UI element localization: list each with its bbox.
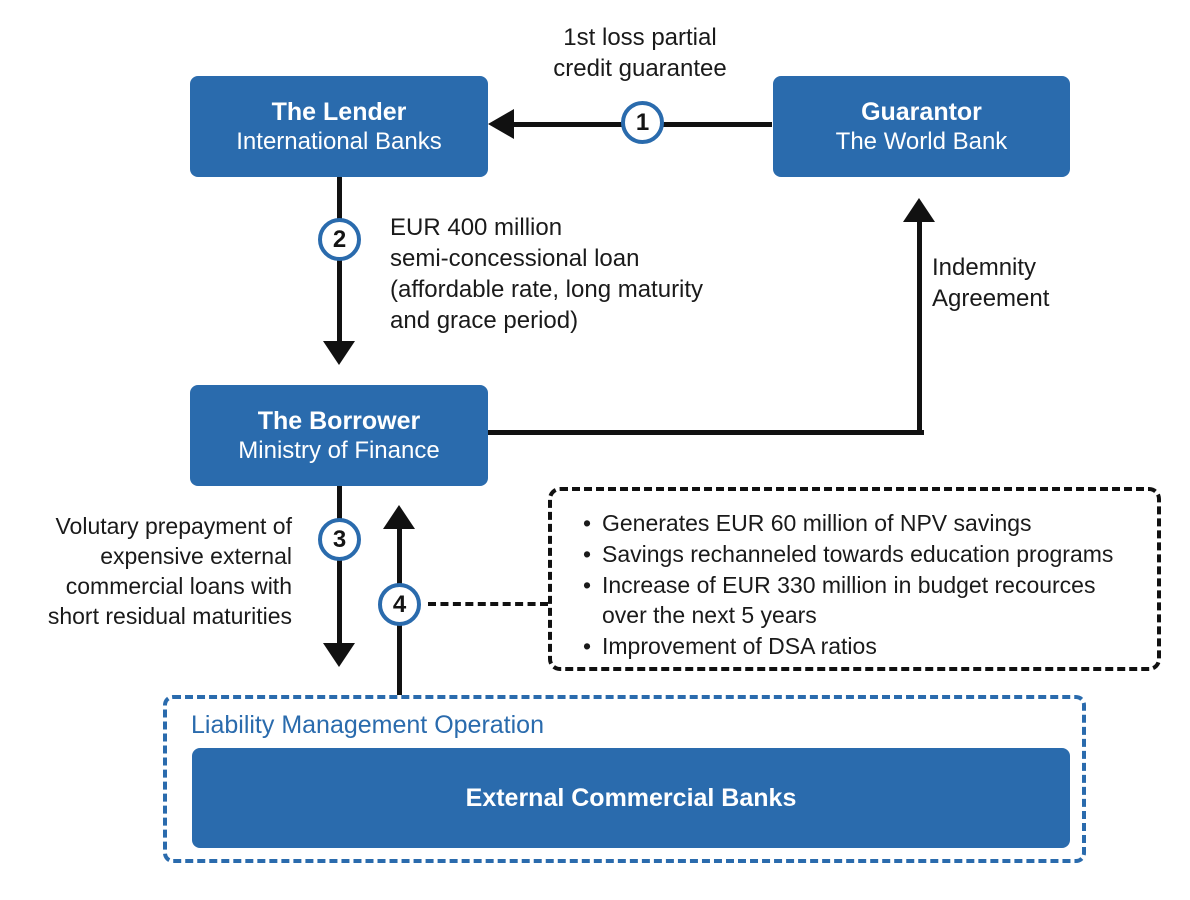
bullet-icon: • — [582, 510, 592, 536]
step-3-number: 3 — [332, 525, 347, 553]
node-lender-title: The Lender — [271, 97, 407, 126]
savings-item-text: Increase of EUR 330 million in budget re… — [602, 572, 1096, 628]
node-external-banks: External Commercial Banks — [192, 748, 1070, 848]
indemnity-label: Indemnity Agreement — [932, 254, 1050, 312]
node-external-banks-title: External Commercial Banks — [465, 783, 797, 812]
step-circle-1: 1 — [621, 101, 664, 144]
savings-item: • Savings rechanneled towards education … — [572, 539, 1143, 569]
savings-item-text: Improvement of DSA ratios — [602, 633, 877, 659]
guarantee-label: 1st loss partial credit guarantee — [553, 24, 727, 82]
step-4-number: 4 — [392, 590, 407, 618]
node-borrower-title: The Borrower — [257, 406, 421, 435]
indemnity-line-vertical — [917, 222, 922, 435]
lmo-box: Liability Management Operation External … — [163, 695, 1086, 863]
indemnity-up-arrowhead-icon — [903, 198, 935, 222]
step-2-number: 2 — [332, 225, 347, 253]
step-circle-3: 3 — [318, 518, 361, 561]
step-circle-2: 2 — [318, 218, 361, 261]
savings-item: • Increase of EUR 330 million in budget … — [572, 570, 1143, 630]
prepayment-label: Volutary prepayment of expensive externa… — [47, 513, 292, 629]
arrow-3-line — [337, 486, 342, 644]
step-circle-4: 4 — [378, 583, 421, 626]
arrow-3-down-arrowhead-icon — [323, 643, 355, 667]
arrow-4-up-arrowhead-icon — [383, 505, 415, 529]
node-lender-subtitle: International Banks — [236, 127, 442, 155]
savings-item: • Improvement of DSA ratios — [572, 631, 1143, 661]
node-guarantor-title: Guarantor — [861, 97, 982, 126]
node-guarantor: Guarantor The World Bank — [773, 76, 1070, 177]
node-guarantor-subtitle: The World Bank — [835, 127, 1008, 155]
node-borrower-subtitle: Ministry of Finance — [238, 436, 440, 464]
savings-item-text: Generates EUR 60 million of NPV savings — [602, 510, 1032, 536]
arrow-1-left-arrowhead-icon — [488, 109, 514, 139]
bullet-icon: • — [582, 633, 592, 659]
arrow-2-down-arrowhead-icon — [323, 341, 355, 365]
savings-item-text: Savings rechanneled towards education pr… — [602, 541, 1114, 567]
step-1-number: 1 — [635, 108, 650, 136]
indemnity-line-horizontal — [488, 430, 924, 435]
step-4-dashed-connector — [428, 602, 548, 606]
bullet-icon: • — [582, 541, 592, 567]
savings-item: • Generates EUR 60 million of NPV saving… — [572, 508, 1143, 538]
bullet-icon: • — [582, 572, 592, 598]
lmo-label: Liability Management Operation — [191, 711, 544, 739]
savings-box: • Generates EUR 60 million of NPV saving… — [548, 487, 1161, 671]
loan-label: EUR 400 million semi-concessional loan (… — [390, 214, 704, 334]
node-borrower: The Borrower Ministry of Finance — [190, 385, 488, 486]
node-lender: The Lender International Banks — [190, 76, 488, 177]
